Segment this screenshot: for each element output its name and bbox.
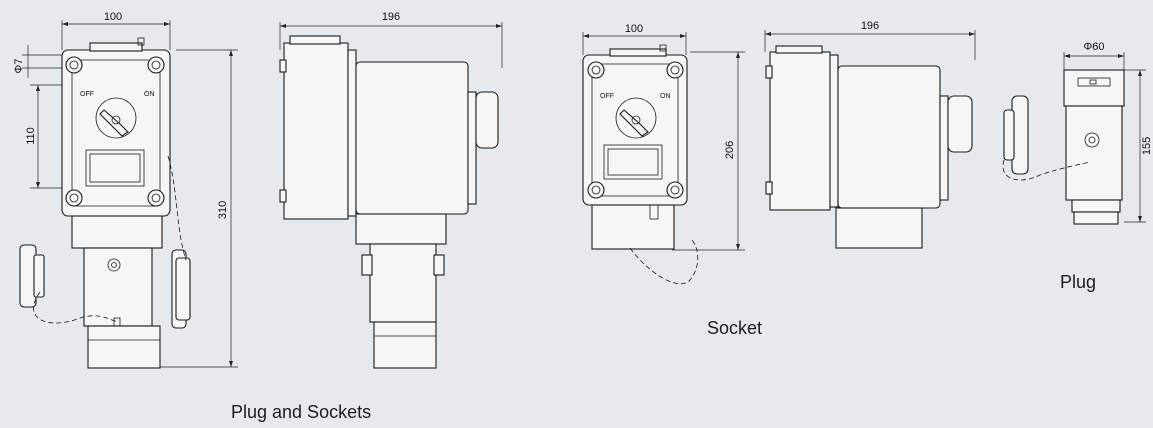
dim-height-label: 310 xyxy=(217,201,229,219)
plug-view: Φ60 155 xyxy=(1002,41,1153,225)
plug-length-label: 155 xyxy=(1141,137,1153,155)
socket-switch-off-label: OFF xyxy=(600,93,614,100)
plug-diameter-label: Φ60 xyxy=(1083,41,1104,53)
side-depth-label: 196 xyxy=(382,11,400,23)
assembly-front-view: 100 Φ7 110 310 OFF xyxy=(13,11,238,369)
dim-hole-label: Φ7 xyxy=(13,59,25,74)
dim-width-label: 100 xyxy=(104,11,122,23)
caption-plug-and-sockets: Plug and Sockets xyxy=(231,402,372,422)
socket-height-label: 206 xyxy=(724,141,736,159)
socket-width-label: 100 xyxy=(625,23,643,35)
switch-off-label: OFF xyxy=(80,91,94,98)
switch-on-label: ON xyxy=(144,91,155,98)
socket-front-view: 100 206 OFF ON xyxy=(582,23,745,285)
socket-side-view: 196 xyxy=(764,20,976,249)
assembly-side-view: 196 xyxy=(279,11,503,369)
socket-depth-label: 196 xyxy=(861,20,879,32)
dim-hole-spacing-label: 110 xyxy=(25,127,37,145)
socket-switch-on-label: ON xyxy=(660,93,671,100)
caption-plug: Plug xyxy=(1060,272,1097,292)
caption-socket: Socket xyxy=(707,318,763,338)
